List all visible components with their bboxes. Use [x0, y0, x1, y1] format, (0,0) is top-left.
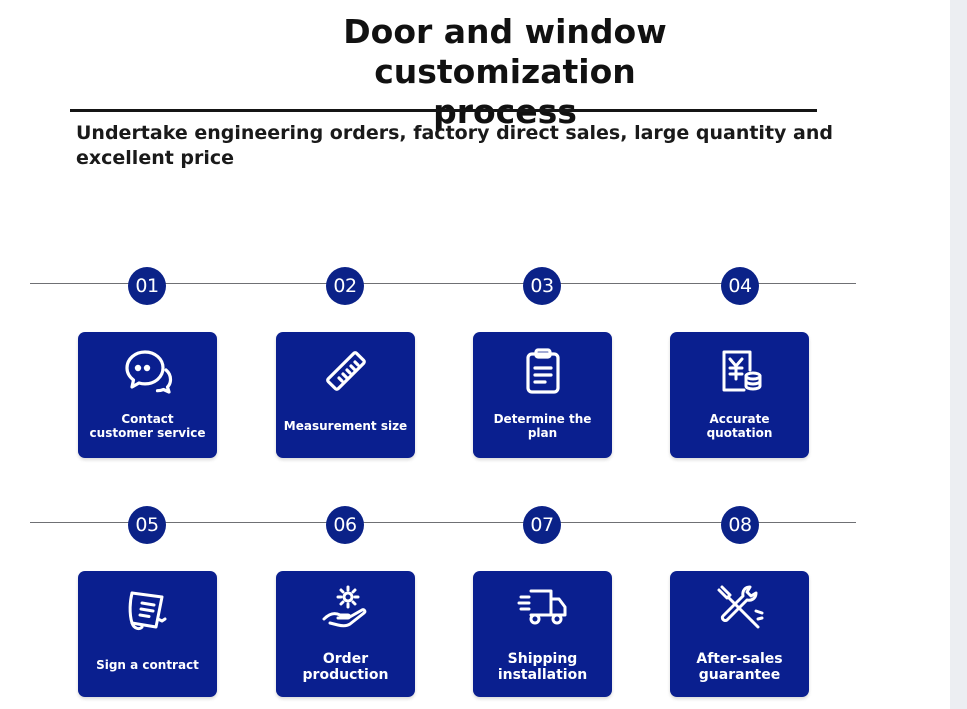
- right-edge-strip: [950, 0, 967, 709]
- step-card-8: After-sales guarantee: [670, 571, 809, 697]
- step-card-7: Shipping installation: [473, 571, 612, 697]
- step-label-2: Measurement size: [283, 419, 408, 433]
- step-card-5: Sign a contract: [78, 571, 217, 697]
- wrench-screwdriver-icon: [714, 581, 766, 633]
- contract-sign-icon: [122, 585, 174, 637]
- step-label-4: Accurate quotation: [706, 412, 773, 440]
- chat-bubbles-icon: [122, 346, 174, 398]
- page-subtitle: Undertake engineering orders, factory di…: [76, 122, 833, 169]
- step-label-7: Shipping installation: [497, 651, 588, 683]
- step-badge-8: 08: [721, 506, 759, 544]
- step-card-6: Order production: [276, 571, 415, 697]
- yuan-quotation-icon: [714, 346, 766, 398]
- step-label-5: Sign a contract: [96, 658, 199, 672]
- title-divider: [70, 109, 817, 112]
- step-card-3: Determine the plan: [473, 332, 612, 458]
- step-label-6: Order production: [302, 651, 389, 683]
- step-label-8: After-sales guarantee: [696, 651, 783, 683]
- delivery-truck-icon: [517, 581, 569, 633]
- step-badge-5: 05: [128, 506, 166, 544]
- step-badge-3: 03: [523, 267, 561, 305]
- step-label-3: Determine the plan: [493, 412, 592, 440]
- step-label-1: Contact customer service: [89, 412, 206, 440]
- step-badge-2: 02: [326, 267, 364, 305]
- step-badge-6: 06: [326, 506, 364, 544]
- page-title: Door and window customization process: [300, 12, 710, 132]
- step-badge-1: 01: [128, 267, 166, 305]
- step-card-1: Contact customer service: [78, 332, 217, 458]
- title-line-1: Door and window: [343, 12, 667, 51]
- timeline-line-row-2: [30, 522, 856, 523]
- step-card-4: Accurate quotation: [670, 332, 809, 458]
- clipboard-icon: [517, 346, 569, 398]
- step-badge-4: 04: [721, 267, 759, 305]
- step-card-2: Measurement size: [276, 332, 415, 458]
- title-line-2: customization process: [374, 52, 636, 131]
- gear-hand-icon: [320, 581, 372, 633]
- step-badge-7: 07: [523, 506, 561, 544]
- timeline-line-row-1: [30, 283, 856, 284]
- ruler-icon: [320, 346, 372, 398]
